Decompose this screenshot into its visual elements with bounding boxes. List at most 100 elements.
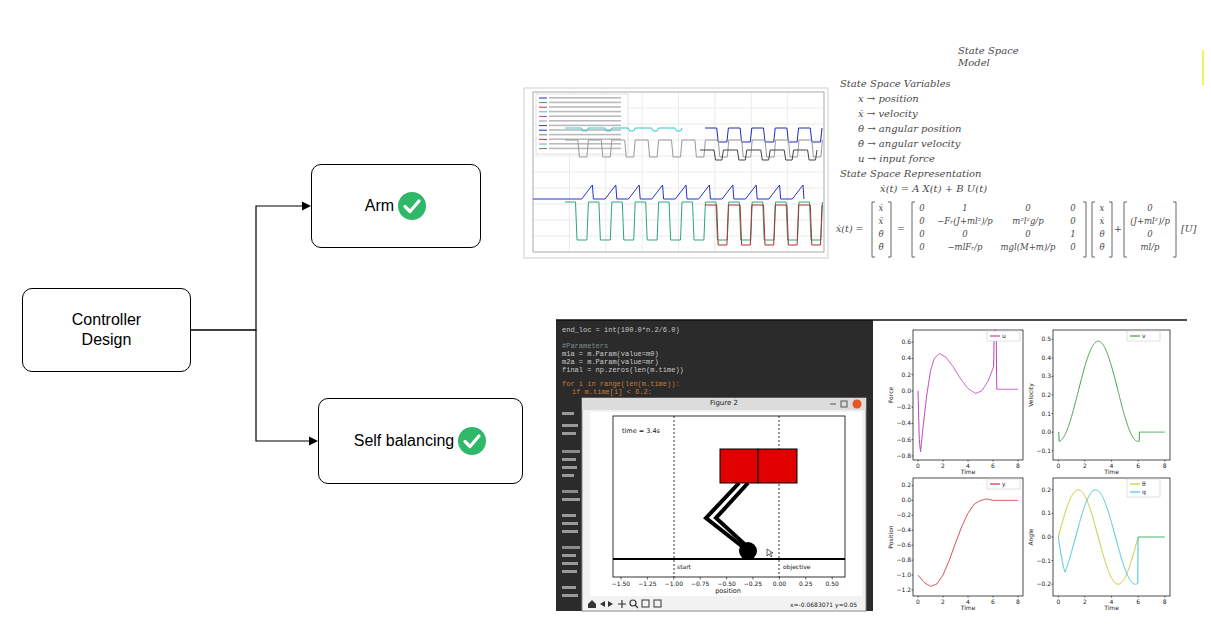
- tick-label: 0.0: [1041, 429, 1051, 436]
- tick-label: 0.2: [1041, 486, 1051, 493]
- tick-mark: [1052, 513, 1054, 514]
- legend-sample: [539, 107, 547, 108]
- tick-mark: [912, 545, 914, 546]
- code-line: if m.time[i] < 6.2:: [572, 388, 652, 396]
- matrix-entry: 0: [1070, 216, 1075, 226]
- legend-sample: [539, 116, 547, 117]
- tick-mark: [912, 500, 914, 501]
- legend-sample: [539, 148, 547, 149]
- tick-label: 0: [916, 598, 920, 605]
- tick-label: 2: [941, 598, 945, 605]
- legend-entry: u: [990, 333, 1006, 339]
- tick-mark: [1058, 460, 1059, 462]
- tick-mark: [1084, 460, 1085, 462]
- tick-mark: [647, 577, 648, 580]
- tick-label: 2: [1083, 462, 1087, 469]
- axes-frame: [1053, 478, 1170, 596]
- check-circle: [458, 427, 486, 455]
- tick-mark: [1018, 460, 1019, 462]
- code-line: m2a = m.Param(value=mr): [562, 358, 659, 366]
- rule-line: [556, 319, 1187, 321]
- code-editor: [556, 320, 873, 611]
- legend-text: q: [1142, 489, 1146, 495]
- process-box: Arm: [311, 164, 481, 248]
- equation-term: =: [897, 223, 905, 234]
- matrix-entry: θ̇: [1099, 242, 1104, 252]
- tick-label: 0: [1056, 462, 1060, 469]
- minimize-glyph: [830, 404, 836, 405]
- tick-label: −0.6: [896, 436, 911, 443]
- matrix-entry: 0: [1147, 229, 1152, 239]
- legend-text-blur: [549, 106, 621, 108]
- tick-mark: [1052, 376, 1054, 377]
- legend-sample: [539, 98, 547, 99]
- matrix-brackets: [872, 202, 1176, 257]
- legend-sample: [539, 111, 547, 112]
- matrix-entry: 1: [962, 203, 967, 213]
- tick-label: −1.2: [896, 586, 911, 593]
- tick-label: 6: [991, 462, 995, 469]
- title-bar: [582, 398, 866, 410]
- node-label: Controller Design: [57, 310, 157, 350]
- tick-mark: [621, 577, 622, 580]
- matrix-entry: −mlFᵣ/p: [947, 242, 982, 252]
- figure-canvas: [590, 412, 862, 596]
- matrix-entry: −Fᵣ(J+ml²)/p: [937, 216, 993, 226]
- tick-mark: [1052, 450, 1054, 451]
- handwritten-note: State Space Representation: [840, 168, 982, 180]
- marker-label: start: [677, 563, 691, 570]
- data-curve: [1058, 341, 1164, 441]
- matrix-entry: 0: [1025, 203, 1030, 213]
- grid-line: [533, 172, 824, 173]
- start-line: [674, 416, 675, 577]
- tick-mark: [1164, 596, 1165, 598]
- tick-mark: [1052, 339, 1054, 340]
- node-label: Arm: [365, 196, 394, 216]
- matrix-entry: 0: [1025, 229, 1030, 239]
- waveform: [565, 128, 682, 131]
- tick-mark: [753, 577, 754, 580]
- tick-label: 6: [991, 598, 995, 605]
- legend-box: [1127, 331, 1160, 341]
- tick-label: 4: [1110, 598, 1114, 605]
- cart-body: [720, 449, 758, 483]
- tick-mark: [912, 342, 914, 343]
- tick-label: 4: [966, 462, 970, 469]
- legend-entry: v: [1130, 333, 1146, 339]
- tick-mark: [1052, 489, 1054, 490]
- tick-mark: [993, 460, 994, 462]
- tick-label: −1.00: [665, 580, 683, 587]
- waveform: [700, 150, 817, 160]
- legend-text-blur: [549, 134, 621, 136]
- arrowhead: [309, 437, 318, 446]
- legend-text-blur: [549, 120, 621, 122]
- legend-line: [1130, 335, 1140, 336]
- tick-label: −0.1: [1036, 447, 1051, 454]
- tick-label: 8: [1163, 462, 1167, 469]
- tick-label: −0.75: [691, 580, 709, 587]
- axis-title: Force: [887, 387, 894, 403]
- axis-title: Time: [1104, 468, 1119, 475]
- legend-sample: [539, 139, 547, 140]
- matrix-entry: (J+ml²)/p: [1130, 216, 1170, 226]
- tick-mark: [912, 407, 914, 408]
- matrix-entry: θ̇: [878, 229, 883, 239]
- matrix-entry: θ̈: [878, 242, 883, 252]
- objective-line: [779, 416, 780, 577]
- ground-line: [613, 558, 845, 560]
- tick-mark: [993, 596, 994, 598]
- tick-label: −0.2: [896, 512, 911, 519]
- axis-title: Velocity: [1027, 383, 1034, 407]
- legend-sample: [539, 121, 547, 122]
- tick-mark: [1164, 460, 1165, 462]
- toolbar-icons: [588, 600, 661, 608]
- waveform: [533, 199, 570, 200]
- axis-title: Angle: [1027, 528, 1034, 545]
- node-content: Arm: [365, 191, 427, 221]
- window-title: Figure 2: [710, 399, 738, 407]
- legend-line: [1130, 491, 1140, 492]
- legend-box: [536, 94, 628, 154]
- cart-body: [758, 449, 797, 483]
- node-label: Self balancing: [354, 431, 455, 451]
- matrix-entry: mgl(M+m)/p: [1000, 242, 1055, 252]
